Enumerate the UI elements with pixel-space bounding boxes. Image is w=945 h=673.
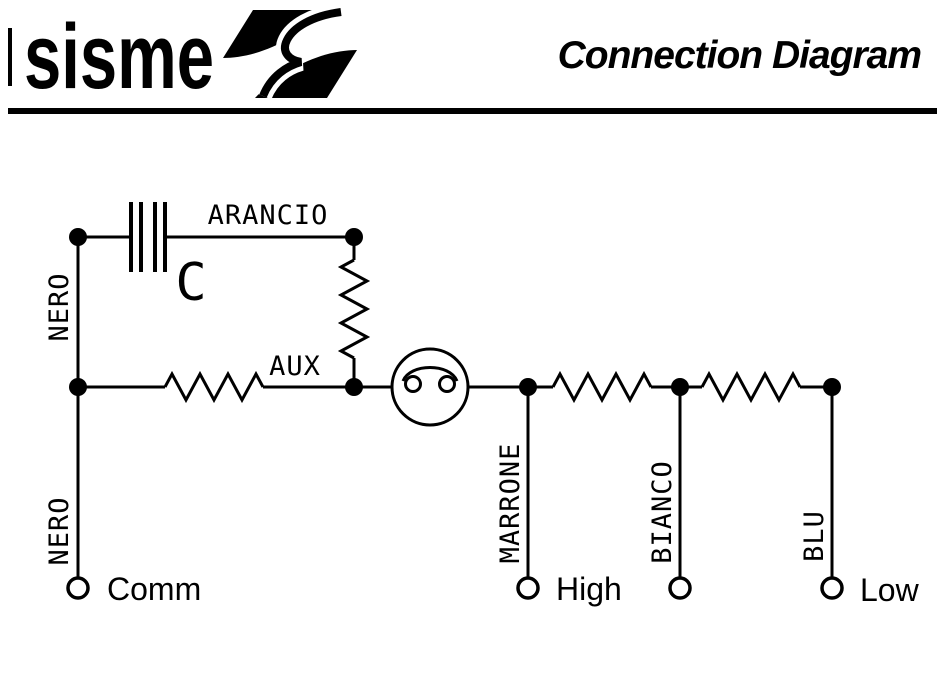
label-bianco: BIANCO	[647, 460, 678, 564]
junction-nodes	[69, 228, 841, 396]
terminal-mid	[668, 576, 692, 600]
brand-wordmark: sisme	[24, 6, 214, 106]
node	[345, 228, 363, 246]
label-comm: Comm	[107, 571, 201, 607]
page-edge-mark	[8, 28, 12, 86]
node	[69, 378, 87, 396]
label-high: High	[556, 571, 622, 607]
terminal-low	[820, 576, 844, 600]
terminal-comm	[66, 576, 90, 600]
page-title: Connection Diagram	[557, 34, 922, 77]
sisme-logo: sisme	[24, 4, 357, 106]
capacitor-icon	[129, 202, 167, 272]
node	[671, 378, 689, 396]
label-nero-top: NERO	[44, 272, 75, 341]
header-rule	[8, 108, 937, 114]
label-marrone: MARRONE	[495, 443, 526, 564]
sisme-s-icon	[223, 4, 357, 100]
label-low: Low	[860, 572, 920, 608]
label-arancio: ARANCIO	[208, 200, 329, 231]
node	[519, 378, 537, 396]
label-aux: AUX	[269, 351, 321, 382]
label-nero-bottom: NERO	[44, 496, 75, 565]
label-blu: BLU	[799, 510, 830, 562]
start-winding-resistor-icon	[337, 258, 371, 360]
low-winding-resistor-icon	[700, 370, 802, 404]
thermal-protector-icon	[390, 347, 470, 427]
node	[69, 228, 87, 246]
terminal-high	[516, 576, 540, 600]
node	[345, 378, 363, 396]
label-capacitor: C	[175, 253, 206, 313]
node	[823, 378, 841, 396]
terminals	[66, 576, 844, 600]
high-winding-resistor-icon	[551, 370, 653, 404]
aux-winding-resistor-icon	[163, 370, 265, 404]
